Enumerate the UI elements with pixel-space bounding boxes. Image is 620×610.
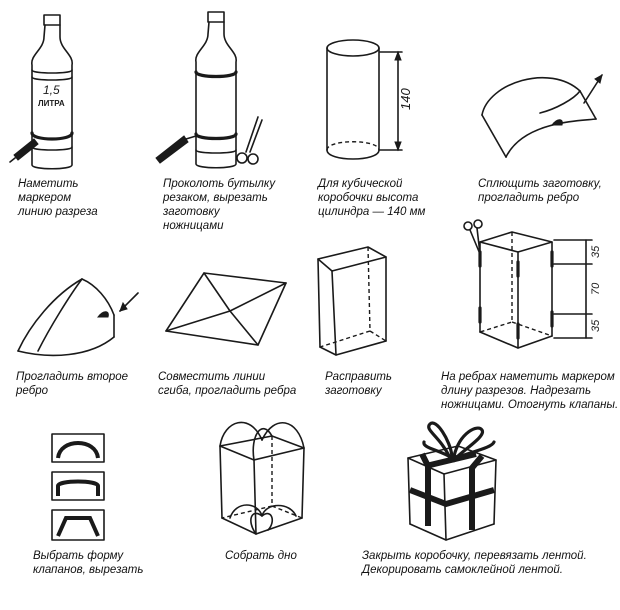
bottle-unit-label: ЛИТРА (38, 99, 65, 108)
caption-line: Наметить (18, 178, 79, 190)
step-1-caption: Наметить маркером линию разреза (18, 177, 98, 219)
flap-shape-trapezoid (51, 509, 105, 541)
marker-icon (9, 138, 39, 163)
gift-box-illustration (407, 421, 497, 541)
dimension-lines (553, 239, 593, 339)
step-3-caption: Для кубической коробочки высота цилиндра… (318, 177, 425, 219)
dimension-top-label: 35 (590, 245, 602, 258)
cylinder-illustration: 140 (326, 39, 413, 160)
caption-line: длину разрезов. Надрезать (441, 385, 592, 397)
step-7-caption: Расправить заготовку (325, 370, 392, 398)
caption-line: Декорировать самоклейной лентой. (362, 564, 563, 576)
caption-line: ребро (16, 385, 49, 397)
caption-line: резаком, вырезать (163, 192, 268, 204)
dimension-middle-label: 70 (590, 282, 602, 295)
step-5-caption: Прогладить второе ребро (16, 370, 128, 398)
step-9-caption: Выбрать форму клапанов, вырезать (33, 549, 143, 577)
aligned-folds-illustration (165, 272, 287, 346)
scissors-icon (463, 219, 483, 255)
bottle-cut-illustration (155, 11, 263, 169)
caption-line: Совместить линии (158, 371, 266, 383)
caption-line: Сплющить заготовку, (478, 178, 602, 190)
caption-line: Закрыть коробочку, перевязать лентой. (362, 550, 587, 562)
caption-line: заготовку (163, 206, 220, 218)
ribbon-bow (422, 421, 496, 463)
step-8-caption: На ребрах наметить маркером длину разрез… (441, 370, 618, 412)
step-6-caption: Совместить линии сгиба, прогладить ребра (158, 370, 296, 398)
clip-icon (96, 311, 109, 318)
cutter-icon (155, 135, 197, 164)
height-dimension (379, 50, 403, 152)
unfolded-box-illustration (317, 246, 387, 356)
caption-line: ножницами. Отогнуть клапаны. (441, 399, 619, 411)
clip-icon (550, 119, 563, 126)
caption-line: маркером (18, 192, 72, 204)
caption-line: коробочки высота (318, 192, 419, 204)
caption-line: линию разреза (18, 206, 98, 218)
step-11-caption: Закрыть коробочку, перевязать лентой. Де… (362, 549, 587, 577)
flap-shape-arch (51, 433, 105, 463)
caption-line: сгиба, прогладить ребра (158, 385, 297, 397)
caption-line: заготовку (325, 385, 382, 397)
caption-line: На ребрах наметить маркером (441, 371, 615, 383)
step-10-caption: Собрать дно (225, 549, 297, 563)
assembled-bottom-illustration (219, 421, 305, 535)
height-dimension-label: 140 (398, 88, 413, 110)
bottle-volume-label: 1,5 (43, 83, 60, 97)
caption-line: Выбрать форму (33, 550, 124, 562)
caption-line: цилиндра — 140 мм (318, 206, 426, 218)
caption-line: ножницами (163, 220, 224, 232)
caption-line: Прогладить второе (16, 371, 129, 383)
second-fold-illustration (17, 278, 139, 357)
caption-line: прогладить ребро (478, 192, 580, 204)
flattened-blank-illustration (481, 73, 603, 158)
caption-line: Расправить (325, 371, 392, 383)
bottle-marker-illustration: 1,5 ЛИТРА (9, 14, 74, 170)
step-4-caption: Сплющить заготовку, прогладить ребро (478, 177, 602, 205)
caption-line: Проколоть бутылку (163, 178, 276, 190)
step-2-caption: Проколоть бутылку резаком, вырезать заго… (163, 177, 275, 233)
scissors-icon (236, 116, 263, 165)
flap-shapes-illustration (51, 433, 105, 541)
marked-cuts-illustration: 35 70 35 (463, 219, 602, 349)
caption-line: клапанов, вырезать (33, 564, 144, 576)
direction-arrow (583, 73, 603, 104)
caption-line: Для кубической (318, 178, 403, 190)
caption-line: Собрать дно (225, 550, 297, 562)
dimension-bottom-label: 35 (590, 319, 602, 332)
direction-arrow (119, 292, 139, 312)
flap-shape-rounded (51, 471, 105, 501)
